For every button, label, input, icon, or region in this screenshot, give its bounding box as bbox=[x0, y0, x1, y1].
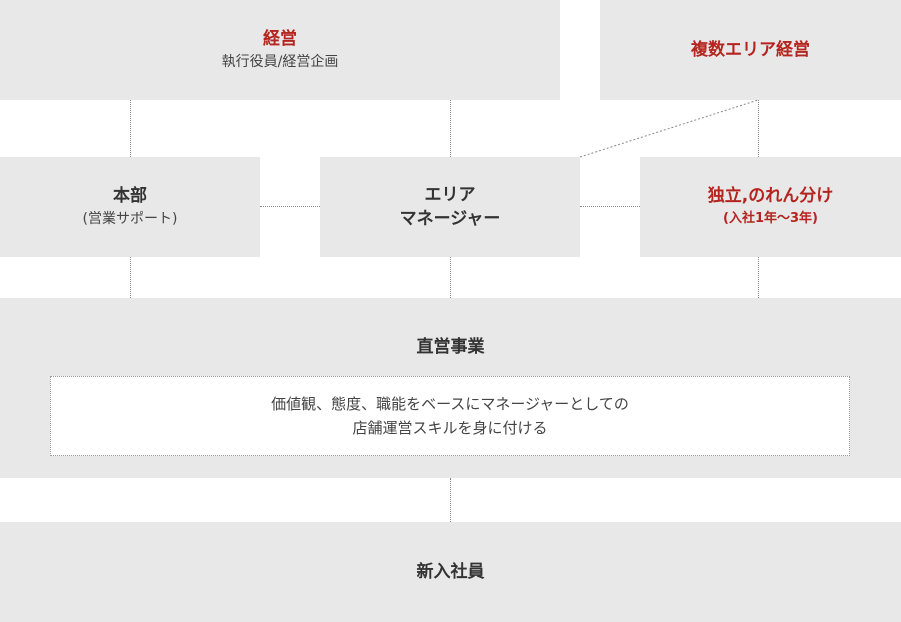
connector-independent-direct bbox=[758, 257, 759, 298]
connector-honbu-area-manager bbox=[260, 206, 320, 207]
node-honbu: 本部 (営業サポート) bbox=[0, 157, 260, 257]
connector-multi-area-independent bbox=[758, 100, 759, 157]
connector-direct-new-hire bbox=[450, 478, 451, 522]
connector-keiei-honbu bbox=[130, 100, 131, 157]
node-keiei: 経営 執行役員/経営企画 bbox=[0, 0, 560, 100]
node-new-hire: 新入社員 bbox=[0, 522, 901, 622]
node-independent-sub: (入社1年〜3年) bbox=[723, 211, 818, 226]
node-honbu-sub: (営業サポート) bbox=[82, 211, 178, 227]
node-new-hire-title: 新入社員 bbox=[416, 562, 485, 582]
node-honbu-title: 本部 bbox=[113, 186, 147, 206]
node-direct-description: 価値観、態度、職能をベースにマネージャーとしての 店舗運営スキルを身に付ける bbox=[50, 376, 850, 456]
connector-area-manager-independent bbox=[580, 206, 640, 207]
node-multi-area-title: 複数エリア経営 bbox=[691, 40, 810, 60]
node-keiei-sub: 執行役員/経営企画 bbox=[221, 54, 339, 70]
node-area-manager: エリア マネージャー bbox=[320, 157, 580, 257]
node-independent-title: 独立,のれん分け bbox=[707, 186, 834, 206]
node-direct-desc-line1: 価値観、態度、職能をベースにマネージャーとしての bbox=[271, 395, 629, 413]
node-direct-desc-line2: 店舗運営スキルを身に付ける bbox=[352, 419, 548, 437]
node-keiei-title: 経営 bbox=[263, 29, 297, 49]
connector-honbu-direct bbox=[130, 257, 131, 298]
connector-keiei-area-manager bbox=[450, 100, 451, 157]
node-area-manager-line1: エリア bbox=[424, 185, 476, 205]
node-multi-area: 複数エリア経営 bbox=[600, 0, 901, 100]
connector-area-manager-direct bbox=[450, 257, 451, 298]
node-area-manager-line2: マネージャー bbox=[399, 209, 501, 229]
node-direct-title: 直営事業 bbox=[416, 337, 485, 357]
node-independent: 独立,のれん分け (入社1年〜3年) bbox=[640, 157, 901, 257]
